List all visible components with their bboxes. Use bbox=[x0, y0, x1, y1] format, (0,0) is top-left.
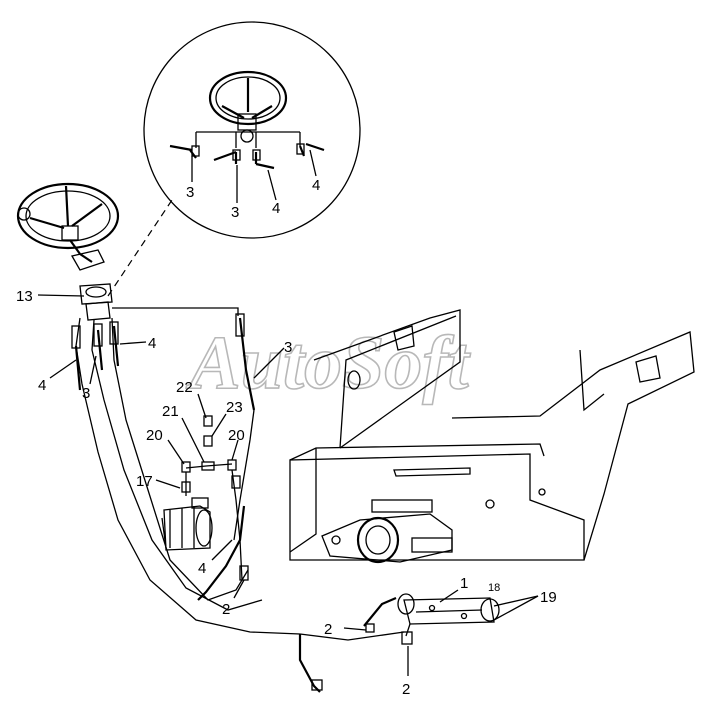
steering-unit bbox=[79, 283, 113, 321]
fittings-assembly bbox=[181, 415, 249, 581]
inset-hoses bbox=[169, 131, 325, 170]
callout-3-inset-mid: 3 bbox=[231, 204, 239, 221]
inset-detail bbox=[143, 21, 361, 239]
inset-steering-wheel bbox=[208, 70, 288, 143]
callout-23: 23 bbox=[226, 399, 243, 416]
callout-22: 22 bbox=[176, 379, 193, 396]
callout-4-inset-mid: 4 bbox=[272, 200, 280, 217]
watermark-text: AutoSoft bbox=[186, 321, 472, 405]
callout-17: 17 bbox=[136, 473, 153, 490]
leader-lines bbox=[37, 294, 539, 676]
hose-lower-left bbox=[197, 505, 246, 601]
callout-20-left: 20 bbox=[146, 427, 163, 444]
callout-2-bottom: 2 bbox=[402, 681, 410, 698]
callout-21: 21 bbox=[162, 403, 179, 420]
steering-wheel bbox=[16, 182, 120, 271]
callout-4-inset-right: 4 bbox=[312, 177, 320, 194]
axle-housing bbox=[321, 499, 453, 564]
inset-leader-line bbox=[107, 199, 173, 297]
hydraulic-pump bbox=[161, 497, 213, 551]
callout-1: 1 bbox=[460, 575, 468, 592]
callout-3-inset-left: 3 bbox=[186, 184, 194, 201]
callout-19: 19 bbox=[540, 589, 557, 606]
callout-3-right: 3 bbox=[284, 339, 292, 356]
steering-cylinder bbox=[397, 593, 500, 625]
callout-18: 18 bbox=[488, 582, 500, 594]
callout-4-upper: 4 bbox=[148, 335, 156, 352]
hose-bundle bbox=[71, 317, 301, 635]
callout-20-right: 20 bbox=[228, 427, 245, 444]
callout-2-mid: 2 bbox=[324, 621, 332, 638]
callout-4-left: 4 bbox=[38, 377, 46, 394]
frame bbox=[289, 309, 695, 561]
hose-lower-bottom bbox=[298, 596, 413, 693]
hose-upper-right bbox=[112, 307, 256, 541]
callout-3-left: 3 bbox=[82, 385, 90, 402]
callout-13: 13 bbox=[16, 288, 33, 305]
callout-4-lower: 4 bbox=[198, 560, 206, 577]
callout-2-lower: 2 bbox=[222, 601, 230, 618]
